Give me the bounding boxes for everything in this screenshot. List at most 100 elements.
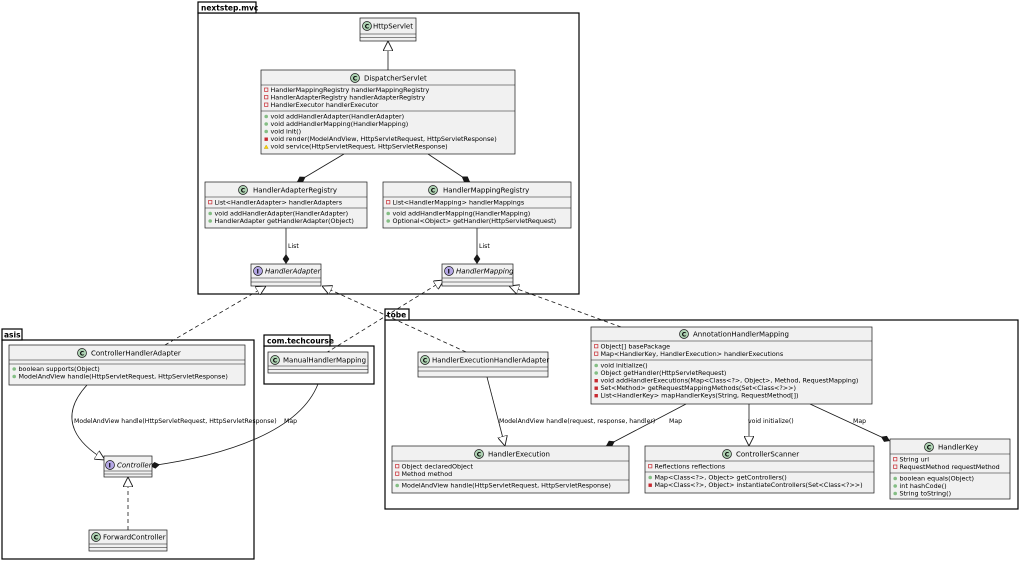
method: Set<Method> getRequestMappingMethods(Set… (601, 384, 796, 392)
field: HandlerAdapterRegistry handlerAdapterReg… (271, 94, 426, 102)
method: Map<Class<?>, Object> getControllers() (655, 474, 787, 482)
class-name: AnnotationHandlerMapping (693, 331, 789, 339)
class-handler-mapping-registry[interactable]: C HandlerMappingRegistry List<HandlerMap… (382, 181, 572, 229)
class-icon (350, 73, 360, 83)
method: boolean supports(Object) (19, 365, 100, 373)
edge-dispatcher-adapter-registry (296, 153, 345, 183)
class-name: HandlerAdapterRegistry (253, 187, 337, 195)
edge-asis-handle (71, 384, 105, 460)
edge-annotation-handler-key (809, 403, 891, 442)
class-httpservlet[interactable]: C HttpServlet (359, 17, 417, 42)
method: HandlerAdapter getHandlerAdapter(Object) (215, 217, 354, 225)
class-controller-handler-adapter[interactable]: C ControllerHandlerAdapter boolean suppo… (8, 344, 246, 386)
field: Method method (402, 470, 453, 478)
class-name: HandlerAdapter (265, 268, 322, 276)
edge-label: ModelAndView handle(request, response, h… (499, 418, 655, 425)
class-icon (91, 532, 101, 542)
class-annotation-handler-mapping[interactable]: C AnnotationHandlerMapping Object[] base… (590, 326, 873, 405)
class-icon (77, 348, 87, 358)
class-forward-controller[interactable]: C ForwardController (88, 529, 168, 552)
field: Reflections reflections (655, 463, 726, 471)
interface-handler-adapter[interactable]: I HandlerAdapter (250, 263, 322, 287)
method-list: void addHandlerAdapter(HandlerAdapter) v… (263, 113, 497, 151)
svg-text:C: C (431, 187, 436, 194)
class-handler-key[interactable]: C HandlerKey String url RequestMethod re… (889, 438, 1011, 500)
svg-text:C: C (241, 187, 246, 194)
edge-label: Map (853, 418, 866, 425)
svg-text:I: I (448, 268, 450, 275)
edge-manual-map-controller (149, 383, 319, 469)
edge-label: Map (669, 418, 682, 425)
svg-text:C: C (423, 357, 428, 364)
interface-icon (444, 266, 454, 276)
interface-icon (253, 266, 263, 276)
method: ModelAndView handle(HttpServletRequest, … (19, 373, 228, 381)
svg-text:C: C (273, 357, 278, 364)
class-controller-scanner[interactable]: C ControllerScanner Reflections reflecti… (644, 445, 875, 494)
class-icon (679, 329, 689, 339)
edge-label: void initialize() (748, 418, 794, 425)
svg-text:C: C (365, 23, 370, 30)
class-name: ControllerScanner (736, 451, 799, 459)
class-manual-handler-mapping[interactable]: C ManualHandlerMapping (267, 351, 369, 374)
class-name: HandlerKey (938, 444, 978, 452)
class-handler-execution-handler-adapter[interactable]: C HandlerExecutionHandlerAdapter (417, 351, 549, 378)
interface-controller[interactable]: I Controller (103, 455, 153, 478)
package-label: com.techcourse (267, 337, 334, 346)
field: HandlerExecutor handlerExecutor (271, 101, 379, 109)
field: Object[] basePackage (601, 343, 671, 351)
svg-text:C: C (477, 451, 482, 458)
method: String toString() (900, 490, 952, 498)
class-icon (238, 185, 248, 195)
field: List<HandlerMapping> handlerMappings (393, 199, 525, 207)
class-name: HandlerExecutionHandlerAdapter (432, 357, 549, 365)
class-name: ManualHandlerMapping (283, 357, 366, 365)
package-label: nextstep.mvc (201, 4, 258, 13)
field-list: HandlerMappingRegistry handlerMappingReg… (264, 86, 430, 109)
svg-text:C: C (927, 444, 932, 451)
field: Object declaredObject (402, 463, 474, 471)
method: void addHandlerMapping(HandlerMapping) (393, 210, 531, 218)
svg-text:C: C (682, 331, 687, 338)
method: void render(ModelAndView, HttpServletReq… (271, 135, 497, 143)
package-com-techcourse: com.techcourse (263, 334, 375, 385)
method: void init() (271, 128, 302, 136)
class-icon (722, 449, 732, 459)
package-nextstep-mvc: nextstep.mvc (197, 1, 580, 295)
edge-label: Map (284, 418, 297, 425)
package-label: asis (4, 331, 21, 340)
class-name: ControllerHandlerAdapter (91, 350, 181, 358)
interface-handler-mapping[interactable]: I HandlerMapping (441, 263, 514, 287)
edge-label: ModelAndView handle(HttpServletRequest, … (74, 418, 277, 425)
method: ModelAndView handle(HttpServletRequest, … (402, 482, 611, 490)
method: List<HandlerKey> mapHandlerKeys(String, … (601, 392, 799, 400)
class-handler-adapter-registry[interactable]: C HandlerAdapterRegistry List<HandlerAda… (204, 181, 368, 229)
method: void initialize() (601, 362, 648, 370)
field: Map<HandlerKey, HandlerExecution> handle… (601, 350, 784, 358)
interface-icon (105, 460, 115, 470)
package-asis: asis (1, 328, 255, 560)
svg-text:C: C (94, 534, 99, 541)
class-name: HandlerMappingRegistry (443, 187, 529, 195)
package-label: tobe (387, 311, 406, 320)
class-icon (420, 355, 430, 365)
method: Map<Class<?>, Object> instantiateControl… (655, 481, 863, 489)
field: List<HandlerAdapter> handlerAdapters (215, 199, 343, 207)
class-icon (924, 442, 934, 452)
method: int hashCode() (900, 482, 947, 490)
method: Optional<Object> getHandler(HttpServletR… (393, 217, 557, 225)
class-icon (270, 355, 280, 365)
package-tobe: tobe (384, 308, 1019, 510)
class-handler-execution[interactable]: C HandlerExecution Object declaredObject… (391, 445, 630, 494)
edge-implements-adapter-asis (164, 286, 266, 346)
class-name: ForwardController (103, 534, 166, 542)
class-icon (428, 185, 438, 195)
field: RequestMethod requestMethod (900, 463, 1000, 471)
class-name: HandlerExecution (488, 451, 550, 459)
class-name: DispatcherServlet (364, 75, 427, 83)
class-dispatcher-servlet[interactable]: C DispatcherServlet HandlerMappingRegist… (260, 69, 516, 155)
svg-text:C: C (725, 451, 730, 458)
field: HandlerMappingRegistry handlerMappingReg… (271, 86, 430, 94)
class-name: HandlerMapping (456, 268, 514, 276)
